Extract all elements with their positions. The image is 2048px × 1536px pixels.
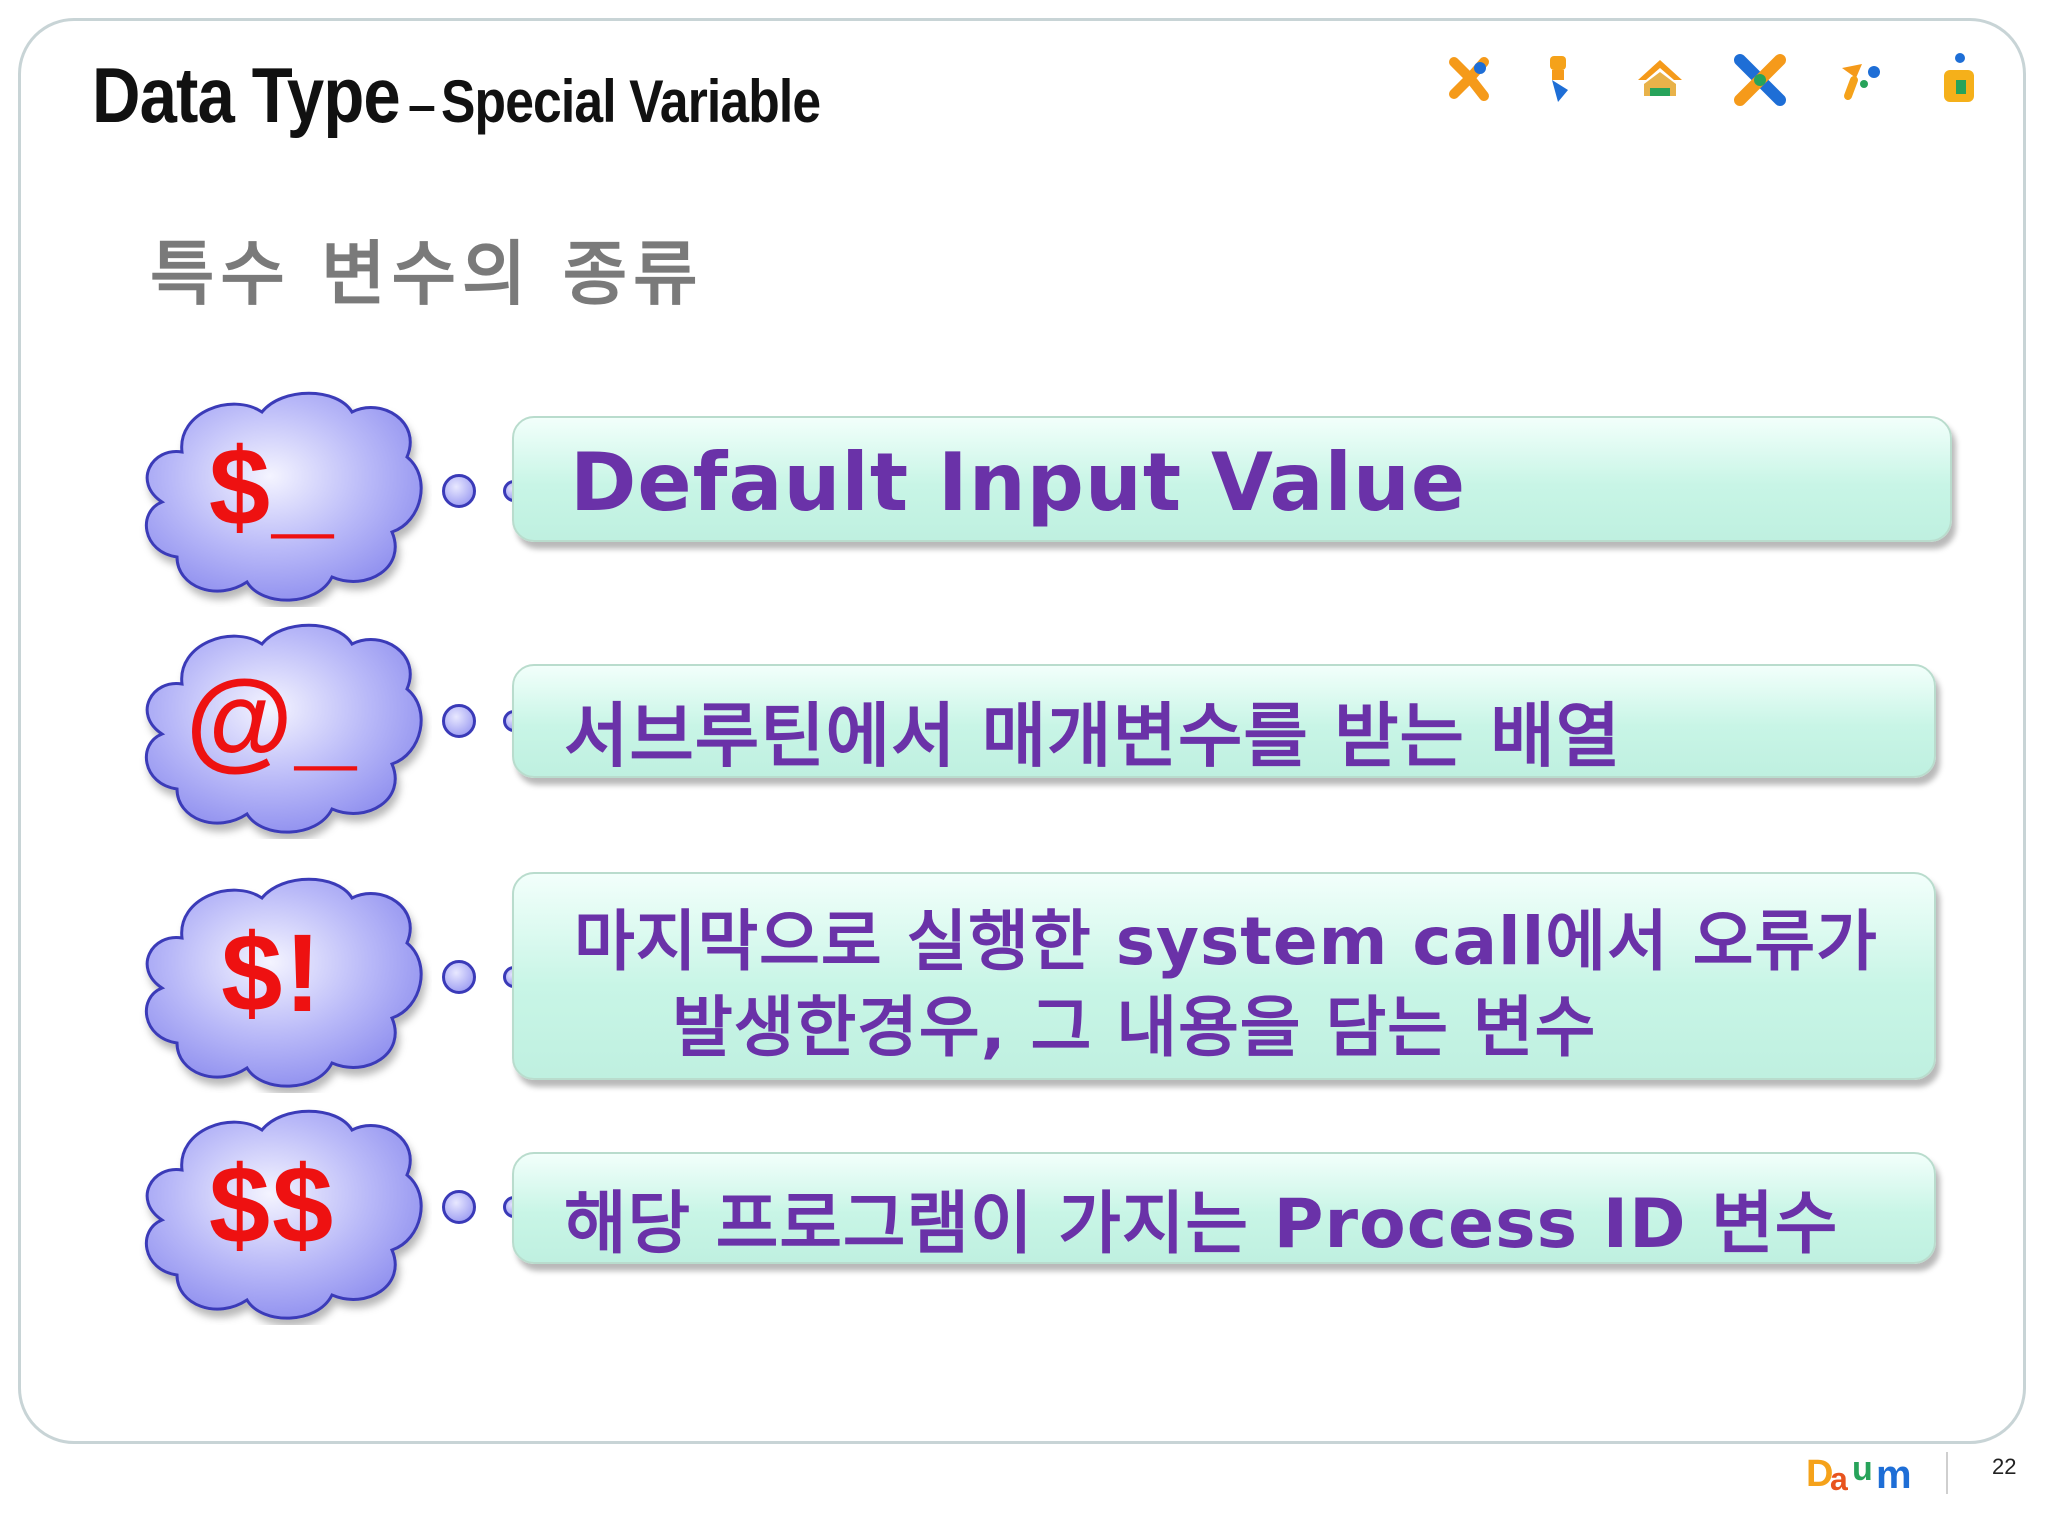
- title-sub: Special Variable: [440, 68, 821, 135]
- section-heading: 특수 변수의 종류: [150, 233, 704, 315]
- description-box-subroutine-args: 서브루틴에서 매개변수를 받는 배열: [512, 664, 1936, 778]
- slide-title: Data Type–Special Variable: [92, 50, 882, 141]
- daum-logo-orange-x-icon: [1449, 57, 1489, 101]
- symbol-text: $_: [208, 425, 336, 549]
- svg-text:a: a: [1830, 1461, 1848, 1494]
- cloud-symbol-process-id: $$: [122, 1100, 423, 1320]
- description-text: 해당 프로그램이 가지는 Process ID 변수: [564, 1185, 1839, 1264]
- description-text: 서브루틴에서 매개변수를 받는 배열: [564, 695, 1622, 777]
- symbol-text: $!: [221, 911, 323, 1035]
- footer-separator: [1946, 1452, 1948, 1494]
- daum-logo-cross-icon: [1734, 54, 1786, 106]
- daum-logo-icon: D a u m: [1806, 1450, 1912, 1494]
- cloud-symbol-subroutine-args: @_: [122, 614, 423, 834]
- header-logo-icons: [1440, 50, 2000, 120]
- daum-logo-house-icon: [1638, 60, 1682, 96]
- cloud-symbol-default-input: $_: [122, 382, 423, 602]
- daum-logo-sparkle-icon: [1842, 64, 1880, 100]
- page-number: 22: [1992, 1454, 2017, 1479]
- cloud-symbol-error: $!: [122, 868, 423, 1088]
- daum-logo-dot-arrow-icon: [1550, 56, 1568, 102]
- svg-text:m: m: [1876, 1453, 1912, 1494]
- description-text-line2: 발생한경우, 그 내용을 담는 변수: [672, 989, 1597, 1066]
- daum-logo-person-icon: [1944, 53, 1974, 102]
- thought-bubble-large: [442, 1190, 476, 1224]
- thought-bubble-large: [442, 960, 476, 994]
- symbol-text: @_: [185, 657, 359, 781]
- description-text-line1: 마지막으로 실행한 system call에서 오류가: [574, 903, 1878, 980]
- svg-text:u: u: [1852, 1450, 1873, 1488]
- description-box-error: 마지막으로 실행한 system call에서 오류가 발생한경우, 그 내용을…: [512, 872, 1936, 1080]
- description-box-process-id: 해당 프로그램이 가지는 Process ID 변수: [512, 1152, 1936, 1264]
- title-main: Data Type: [92, 51, 401, 139]
- thought-bubble-large: [442, 474, 476, 508]
- description-text: Default Input Value: [570, 436, 1467, 529]
- symbol-text: $$: [208, 1143, 336, 1267]
- description-box-default-input: Default Input Value: [512, 416, 1952, 542]
- svg-text:D: D: [1806, 1453, 1833, 1494]
- title-dash: –: [408, 77, 436, 133]
- thought-bubble-large: [442, 704, 476, 738]
